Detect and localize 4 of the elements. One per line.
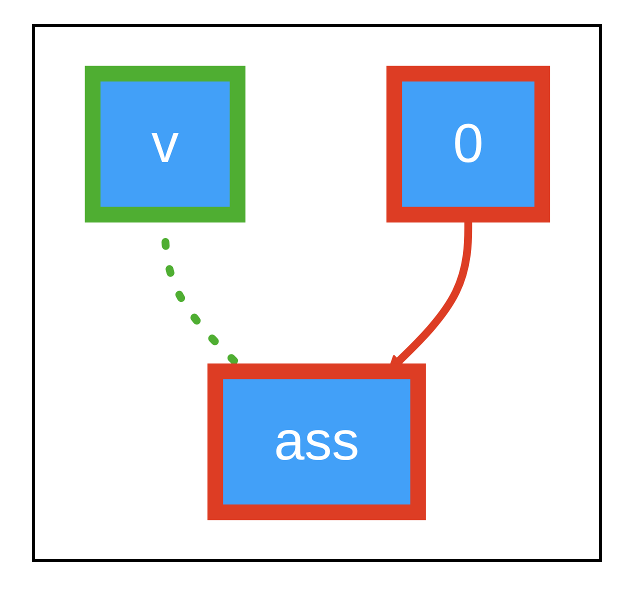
node-box — [386, 66, 550, 222]
node-box — [206, 364, 426, 520]
node-box — [84, 66, 245, 222]
frame: v 0 ass — [32, 24, 602, 562]
